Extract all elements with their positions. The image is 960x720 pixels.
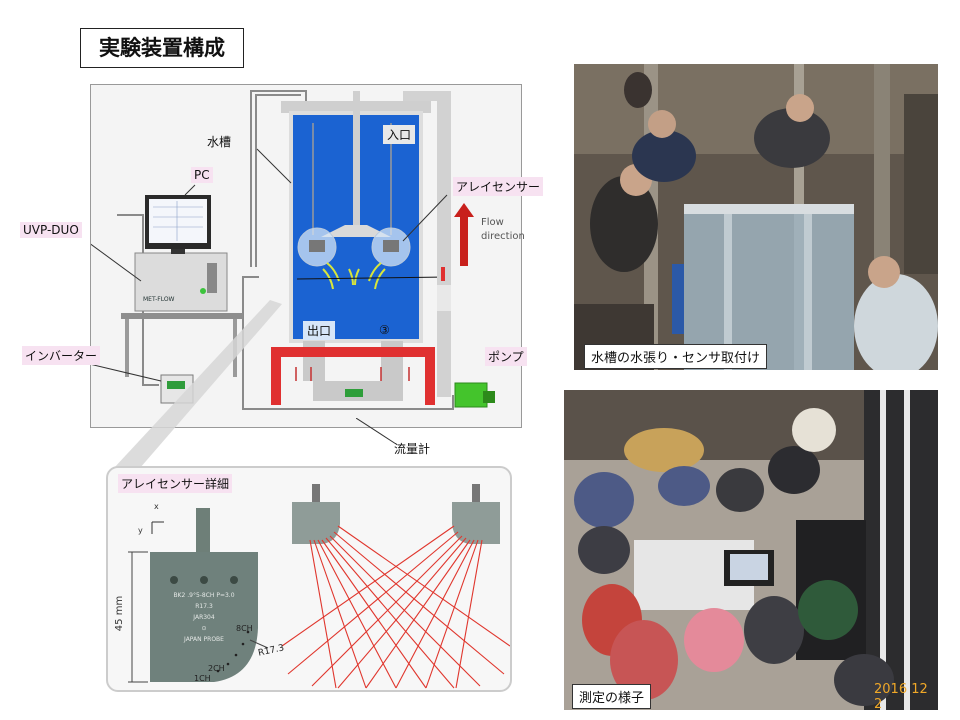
- probe-body: [150, 552, 258, 682]
- photo-measurement: 測定の様子 2016 12 2: [564, 390, 938, 710]
- probe-engraving: BK2 .9°5-8CH P=3.0 R17.3 JAR304 ⊙ JAPAN …: [152, 590, 256, 645]
- pump-body: [454, 382, 488, 408]
- inverter-label: インバーター: [22, 346, 101, 365]
- pump-label: ポンプ: [485, 347, 527, 366]
- svg-text:MET-FLOW: MET-FLOW: [143, 296, 175, 303]
- flow-direction-label-2: direction: [481, 231, 525, 242]
- probe-text-line: ⊙: [201, 625, 207, 632]
- detail-title: アレイセンサー詳細: [118, 474, 233, 493]
- probe-text-line: BK2 .9°5-8CH P=3.0: [173, 592, 235, 599]
- flowmeter-body: [345, 389, 363, 397]
- uvp-duo-label: UVP-DUO: [20, 222, 82, 238]
- page-title: 実験装置構成: [80, 28, 244, 68]
- reference-line: [296, 276, 448, 280]
- flowmeter-label: 流量計: [394, 442, 431, 456]
- beam-pattern: [281, 525, 510, 689]
- dimension-label: 45 mm: [114, 595, 126, 632]
- sensor-mount: [321, 225, 391, 237]
- inlet-label: 入口: [383, 125, 416, 144]
- tank-label: 水槽: [207, 135, 232, 149]
- photo-bottom-caption: 測定の様子: [572, 684, 652, 709]
- apparatus-svg: MET-FLOW: [80, 90, 495, 410]
- shaft: [353, 91, 360, 237]
- probe-stem: [196, 508, 210, 552]
- ch8-label: 8CH: [236, 624, 253, 633]
- support-frame: [271, 347, 435, 405]
- sensor-detail-panel: アレイセンサー詳細: [106, 466, 512, 692]
- circle-number: ③: [379, 323, 390, 337]
- probe-text-line: R17.3: [195, 603, 213, 610]
- photo-timestamp: 2016 12 2: [874, 682, 928, 710]
- array-sensor-label: アレイセンサー: [453, 177, 544, 196]
- flow-direction-label-1: Flow: [481, 217, 504, 228]
- detail-callout: [114, 300, 282, 468]
- photo-tank-scene: [574, 64, 938, 370]
- ch1-label: 1CH: [194, 674, 211, 683]
- axis-x-label: x: [154, 502, 159, 511]
- photo-top-caption: 水槽の水張り・センサ取付け: [584, 344, 768, 369]
- photo-measurement-scene: [564, 390, 938, 710]
- ch2-label: 2CH: [208, 664, 225, 673]
- sensor-detail-svg: [128, 484, 510, 689]
- probe-right-small: [452, 502, 500, 544]
- leader-lines: [80, 148, 448, 382]
- flowmeter-leader: [356, 418, 397, 445]
- probe-left-small: [292, 502, 340, 544]
- return-pipe: [437, 91, 451, 397]
- table-top: [121, 313, 243, 319]
- probe-text-line: JAPAN PROBE: [184, 636, 224, 643]
- probe-text-line: JAR304: [193, 614, 215, 621]
- axis-y-label: y: [138, 526, 143, 535]
- photo-tank-setup: 水槽の水張り・センサ取付け: [574, 64, 938, 370]
- apparatus-diagram: MET-FLOW 水槽 PC 入口 アレイセンサー Flow direction…: [80, 84, 544, 428]
- outlet-label: 出口: [303, 321, 336, 340]
- small-arrows: [295, 367, 410, 381]
- flow-arrow: [454, 203, 474, 266]
- pc-label: PC: [191, 167, 213, 183]
